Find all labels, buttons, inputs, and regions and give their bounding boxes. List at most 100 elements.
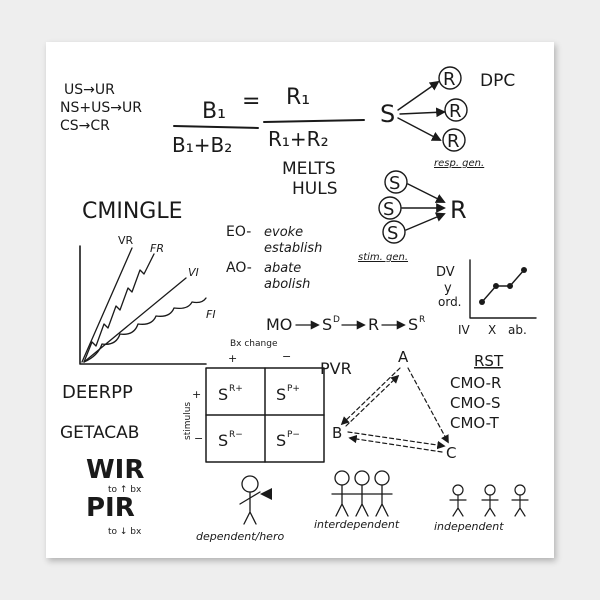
dpc-title: DPC	[480, 71, 515, 91]
eo-word-1: evoke	[264, 225, 303, 240]
dv-point-4	[521, 267, 527, 273]
dv-ord-label: ord.	[438, 295, 462, 309]
mo-chain-mo: MO	[266, 315, 292, 334]
schedule-vr-line	[81, 247, 133, 363]
matching-rhs-bottom: R₁+R₂	[268, 127, 329, 151]
contingency-line-2: NS+US→UR	[60, 100, 142, 116]
hero-head-icon	[241, 475, 259, 493]
matching-lhs-top: B₁	[202, 99, 226, 124]
pvr-diagram: PVR A B C	[320, 348, 456, 462]
ao-word-1: abate	[264, 261, 301, 276]
mo-chain: MO S D R S R	[266, 315, 425, 334]
interdependent-bodies-icon	[331, 484, 393, 517]
schedule-fi-label: FI	[206, 308, 216, 321]
dpc-response-circle-2	[444, 98, 468, 122]
matrix-side-minus: −	[194, 432, 203, 445]
dpc-response-circle-1	[438, 66, 462, 90]
matching-lhs-bar	[173, 125, 259, 129]
eo-word-2: establish	[264, 241, 322, 256]
interdependent-head-2-icon	[354, 470, 370, 486]
consequence-matrix: Bx change + − + − stimulus S R+ S P+ S R…	[183, 339, 325, 463]
contingency-line-1: US→UR	[64, 82, 115, 98]
dv-iv-label: IV	[458, 323, 471, 337]
wir-sub: to ↑ bx	[108, 485, 142, 495]
matching-equals-top: =	[242, 89, 260, 114]
schedule-vr-label: VR	[118, 234, 134, 247]
dv-graph: DV y ord. IV X ab.	[436, 259, 537, 337]
matrix-cell-4: S	[276, 431, 286, 450]
megaphone-icon	[260, 488, 272, 500]
figure-label-independent: independent	[434, 520, 504, 533]
schedule-fr-line	[83, 253, 155, 363]
pvr-arrow-c-b	[348, 434, 443, 453]
rst-item-2: CMO-S	[450, 394, 501, 412]
matrix-cell-4-sup: P−	[287, 430, 300, 440]
matrix-cell-3-sup: R−	[229, 430, 243, 440]
mo-chain-sr: S	[408, 315, 418, 334]
stim-stimulus-1: S	[389, 173, 400, 194]
schedules-graph: VR FR VI FI	[79, 234, 216, 365]
stim-arrow-3	[405, 212, 446, 231]
pvr-arrow-b-c	[347, 431, 446, 450]
hero-body-icon	[239, 491, 261, 525]
independent-head-1-icon	[452, 484, 464, 496]
stim-circle-3	[382, 220, 406, 244]
getacab-label: GETACAB	[60, 423, 139, 443]
independent-head-3-icon	[514, 484, 526, 496]
pvr-vertex-c: C	[446, 444, 456, 462]
stim-stimulus-2: S	[383, 199, 394, 220]
dpc-response-2: R	[449, 101, 462, 122]
rst-item-1: CMO-R	[450, 374, 501, 392]
dpc-diagram: DPC S R R R resp. gen.	[380, 66, 515, 169]
interdependent-head-3-icon	[374, 470, 390, 486]
mo-chain-sd: S	[322, 315, 332, 334]
matrix-top-minus: −	[282, 350, 291, 363]
schedule-fi-line	[83, 297, 207, 363]
stim-response: R	[450, 196, 467, 224]
dv-point-1	[479, 299, 485, 305]
dpc-stimulus: S	[380, 100, 395, 128]
dv-line	[481, 269, 525, 303]
independent-bodies-icon	[449, 494, 529, 517]
contingency-list: US→UR NS+US→UR CS→CR	[60, 82, 142, 134]
wir-label: WIR	[86, 455, 144, 485]
wir-pir-block: WIR to ↑ bx PIR to ↓ bx	[86, 455, 144, 537]
matrix-cell-2: S	[276, 385, 286, 404]
poster-art: US→UR NS+US→UR CS→CR B₁ = R₁ B₁+B₂ R₁+R₂…	[60, 66, 537, 543]
matching-law-equation: B₁ = R₁ B₁+B₂ R₁+R₂	[172, 85, 365, 157]
matrix-top-plus: +	[228, 352, 237, 365]
schedules-axes	[79, 245, 207, 365]
deerpp-label: DEERPP	[62, 382, 133, 403]
rst-item-3: CMO-T	[450, 414, 500, 432]
matrix-side-label: stimulus	[183, 402, 193, 440]
figure-dependent-hero: dependent/hero	[196, 475, 284, 543]
stim-stimulus-3: S	[387, 223, 398, 244]
dpc-arrow-3	[397, 117, 442, 141]
matching-rhs-bar	[263, 119, 365, 123]
pir-sub: to ↓ bx	[108, 527, 142, 537]
stim-circle-1	[384, 170, 408, 194]
dv-axes	[469, 259, 537, 319]
dv-y-label: y	[444, 281, 452, 296]
eo-label: EO-	[226, 224, 251, 240]
ao-word-2: abolish	[264, 277, 310, 292]
huls-label: HULS	[292, 179, 338, 199]
dpc-arrow-2	[399, 107, 446, 118]
schedule-fr-label: FR	[150, 242, 164, 255]
stim-arrow-1	[407, 183, 446, 203]
rst-list: RST CMO-R CMO-S CMO-T	[450, 352, 504, 432]
dpc-response-3: R	[447, 131, 460, 152]
pvr-title: PVR	[320, 359, 352, 378]
interdependent-head-1-icon	[334, 470, 350, 486]
figure-label-dependent: dependent/hero	[196, 530, 284, 543]
dv-label: DV	[436, 265, 455, 280]
matrix-top-label: Bx change	[230, 339, 278, 349]
pir-label: PIR	[86, 493, 135, 523]
matrix-cell-3: S	[218, 431, 228, 450]
melts-label: MELTS	[282, 159, 336, 179]
figure-interdependent: interdependent	[314, 470, 400, 531]
stim-circle-2	[378, 196, 402, 220]
dv-point-3	[507, 283, 513, 289]
stim-caption: stim. gen.	[358, 252, 408, 263]
pvr-arrow-b-a	[345, 374, 400, 427]
